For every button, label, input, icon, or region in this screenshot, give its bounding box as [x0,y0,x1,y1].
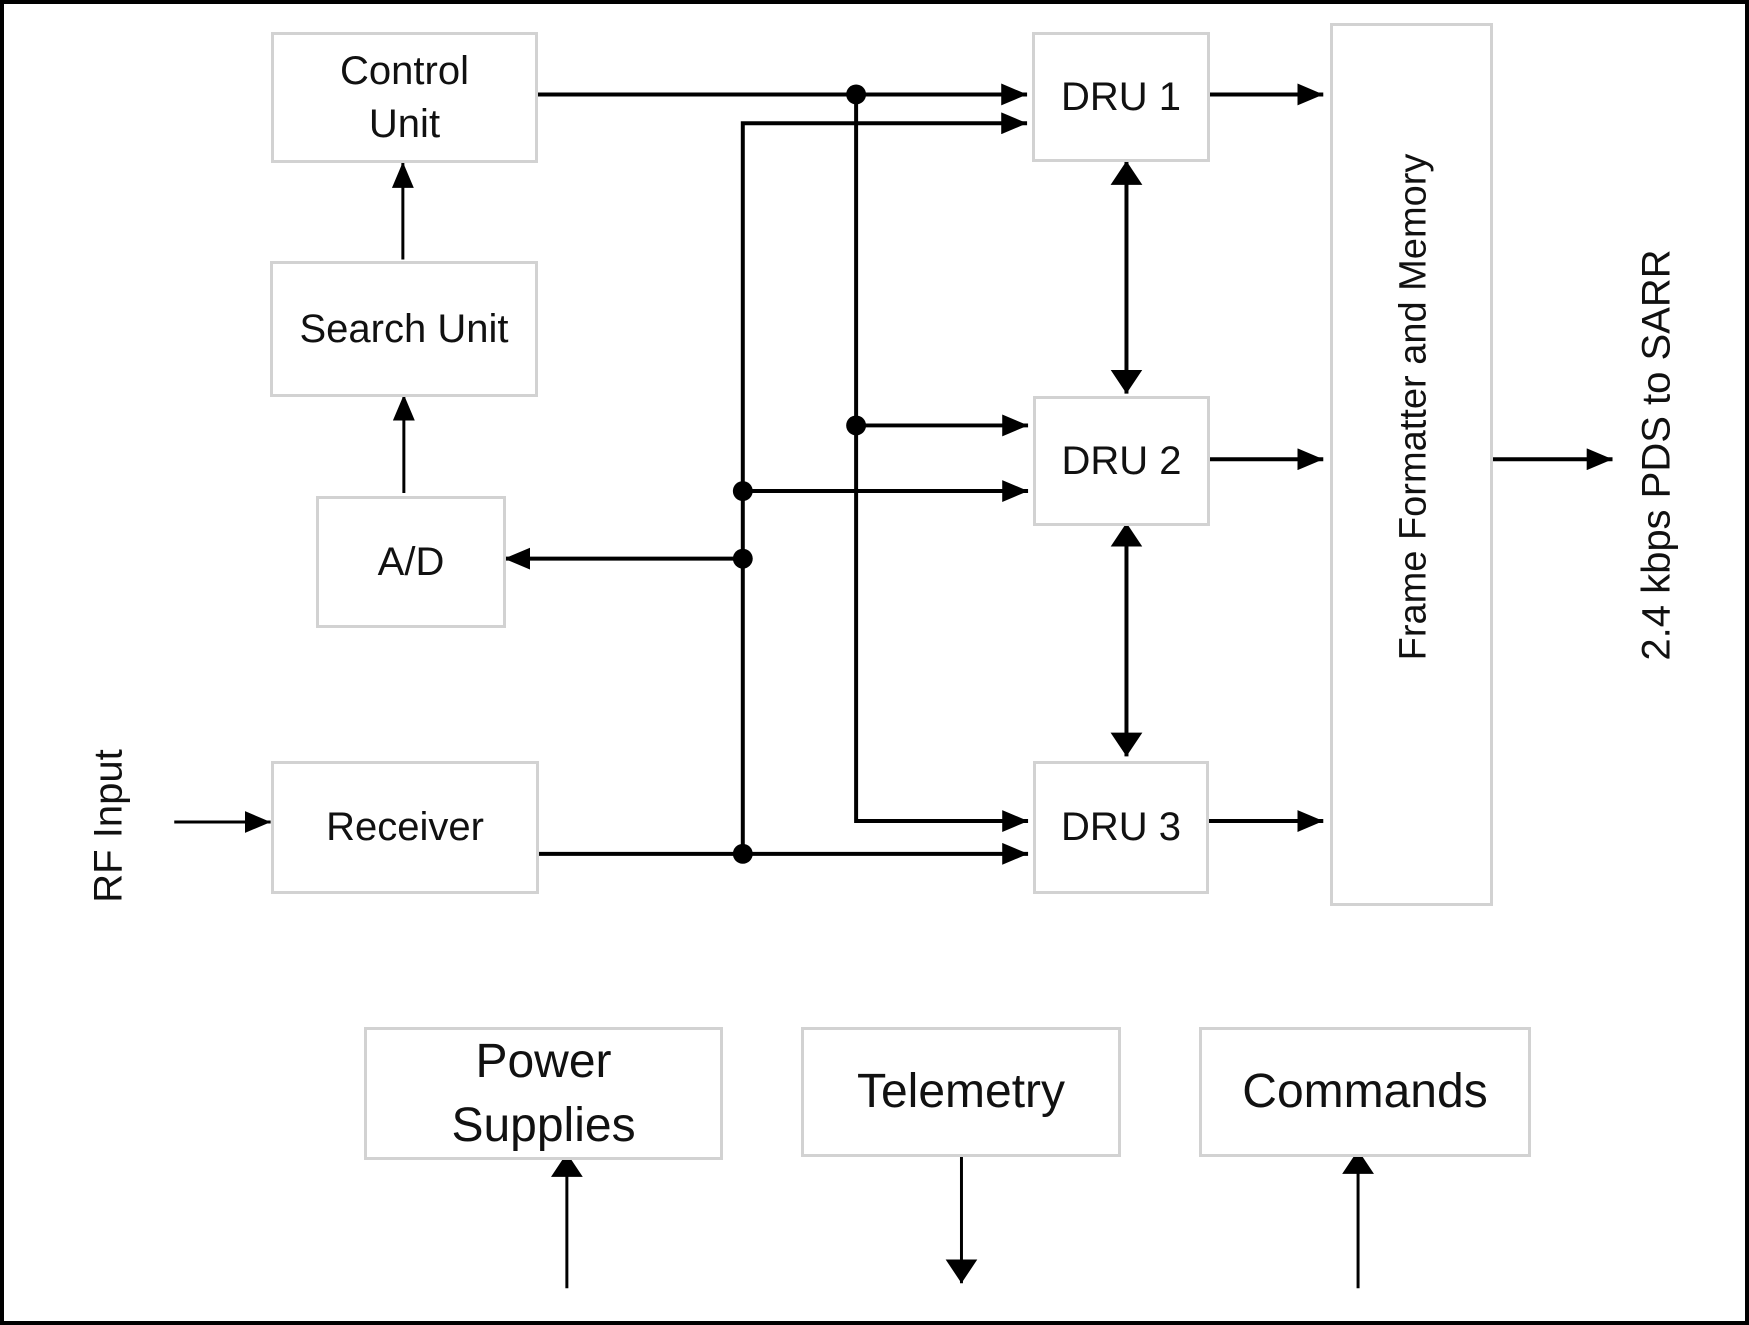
pds-output-label: 2.4 kbps PDS to SARR [1634,249,1679,661]
node-control-unit-label: Control Unit [340,48,469,146]
node-receiver-label: Receiver [326,805,484,850]
node-telemetry: Telemetry [801,1027,1121,1157]
rf-input-label: RF Input [86,749,131,903]
node-dru-3-label: DRU 3 [1060,805,1182,850]
node-power-supplies-label: Power Supplies [451,1035,636,1152]
node-commands-label: Commands [1242,1065,1488,1119]
node-frame-formatter-label: Frame Formatter and Memory [1392,153,1435,661]
node-commands: Commands [1199,1027,1531,1157]
wire-control-trunk-to-dru3 [854,94,1029,832]
junction-dot [846,84,867,105]
node-ad-converter-label: A/D [377,539,445,584]
junction-dot [732,481,753,501]
wire-receiver-trunk-to-dru1 [740,112,1028,854]
node-dru-3: DRU 3 [1033,761,1209,894]
junction-dot [732,548,753,569]
connector-layer [174,83,1613,1289]
junction-dot [732,843,753,864]
node-dru-1-label: DRU 1 [1060,74,1182,119]
node-dru-1: DRU 1 [1032,32,1210,162]
node-search-unit: Search Unit [270,261,538,397]
node-receiver: Receiver [271,761,539,894]
node-search-unit-label: Search Unit [299,306,509,351]
node-frame-formatter [1330,23,1493,906]
node-telemetry-label: Telemetry [856,1065,1066,1119]
junction-dot [846,415,867,436]
node-dru-2: DRU 2 [1033,396,1210,526]
node-dru-2-label: DRU 2 [1061,438,1182,483]
node-ad-converter: A/D [316,496,506,628]
node-control-unit: Control Unit [271,32,538,163]
node-power-supplies: Power Supplies [364,1027,723,1160]
